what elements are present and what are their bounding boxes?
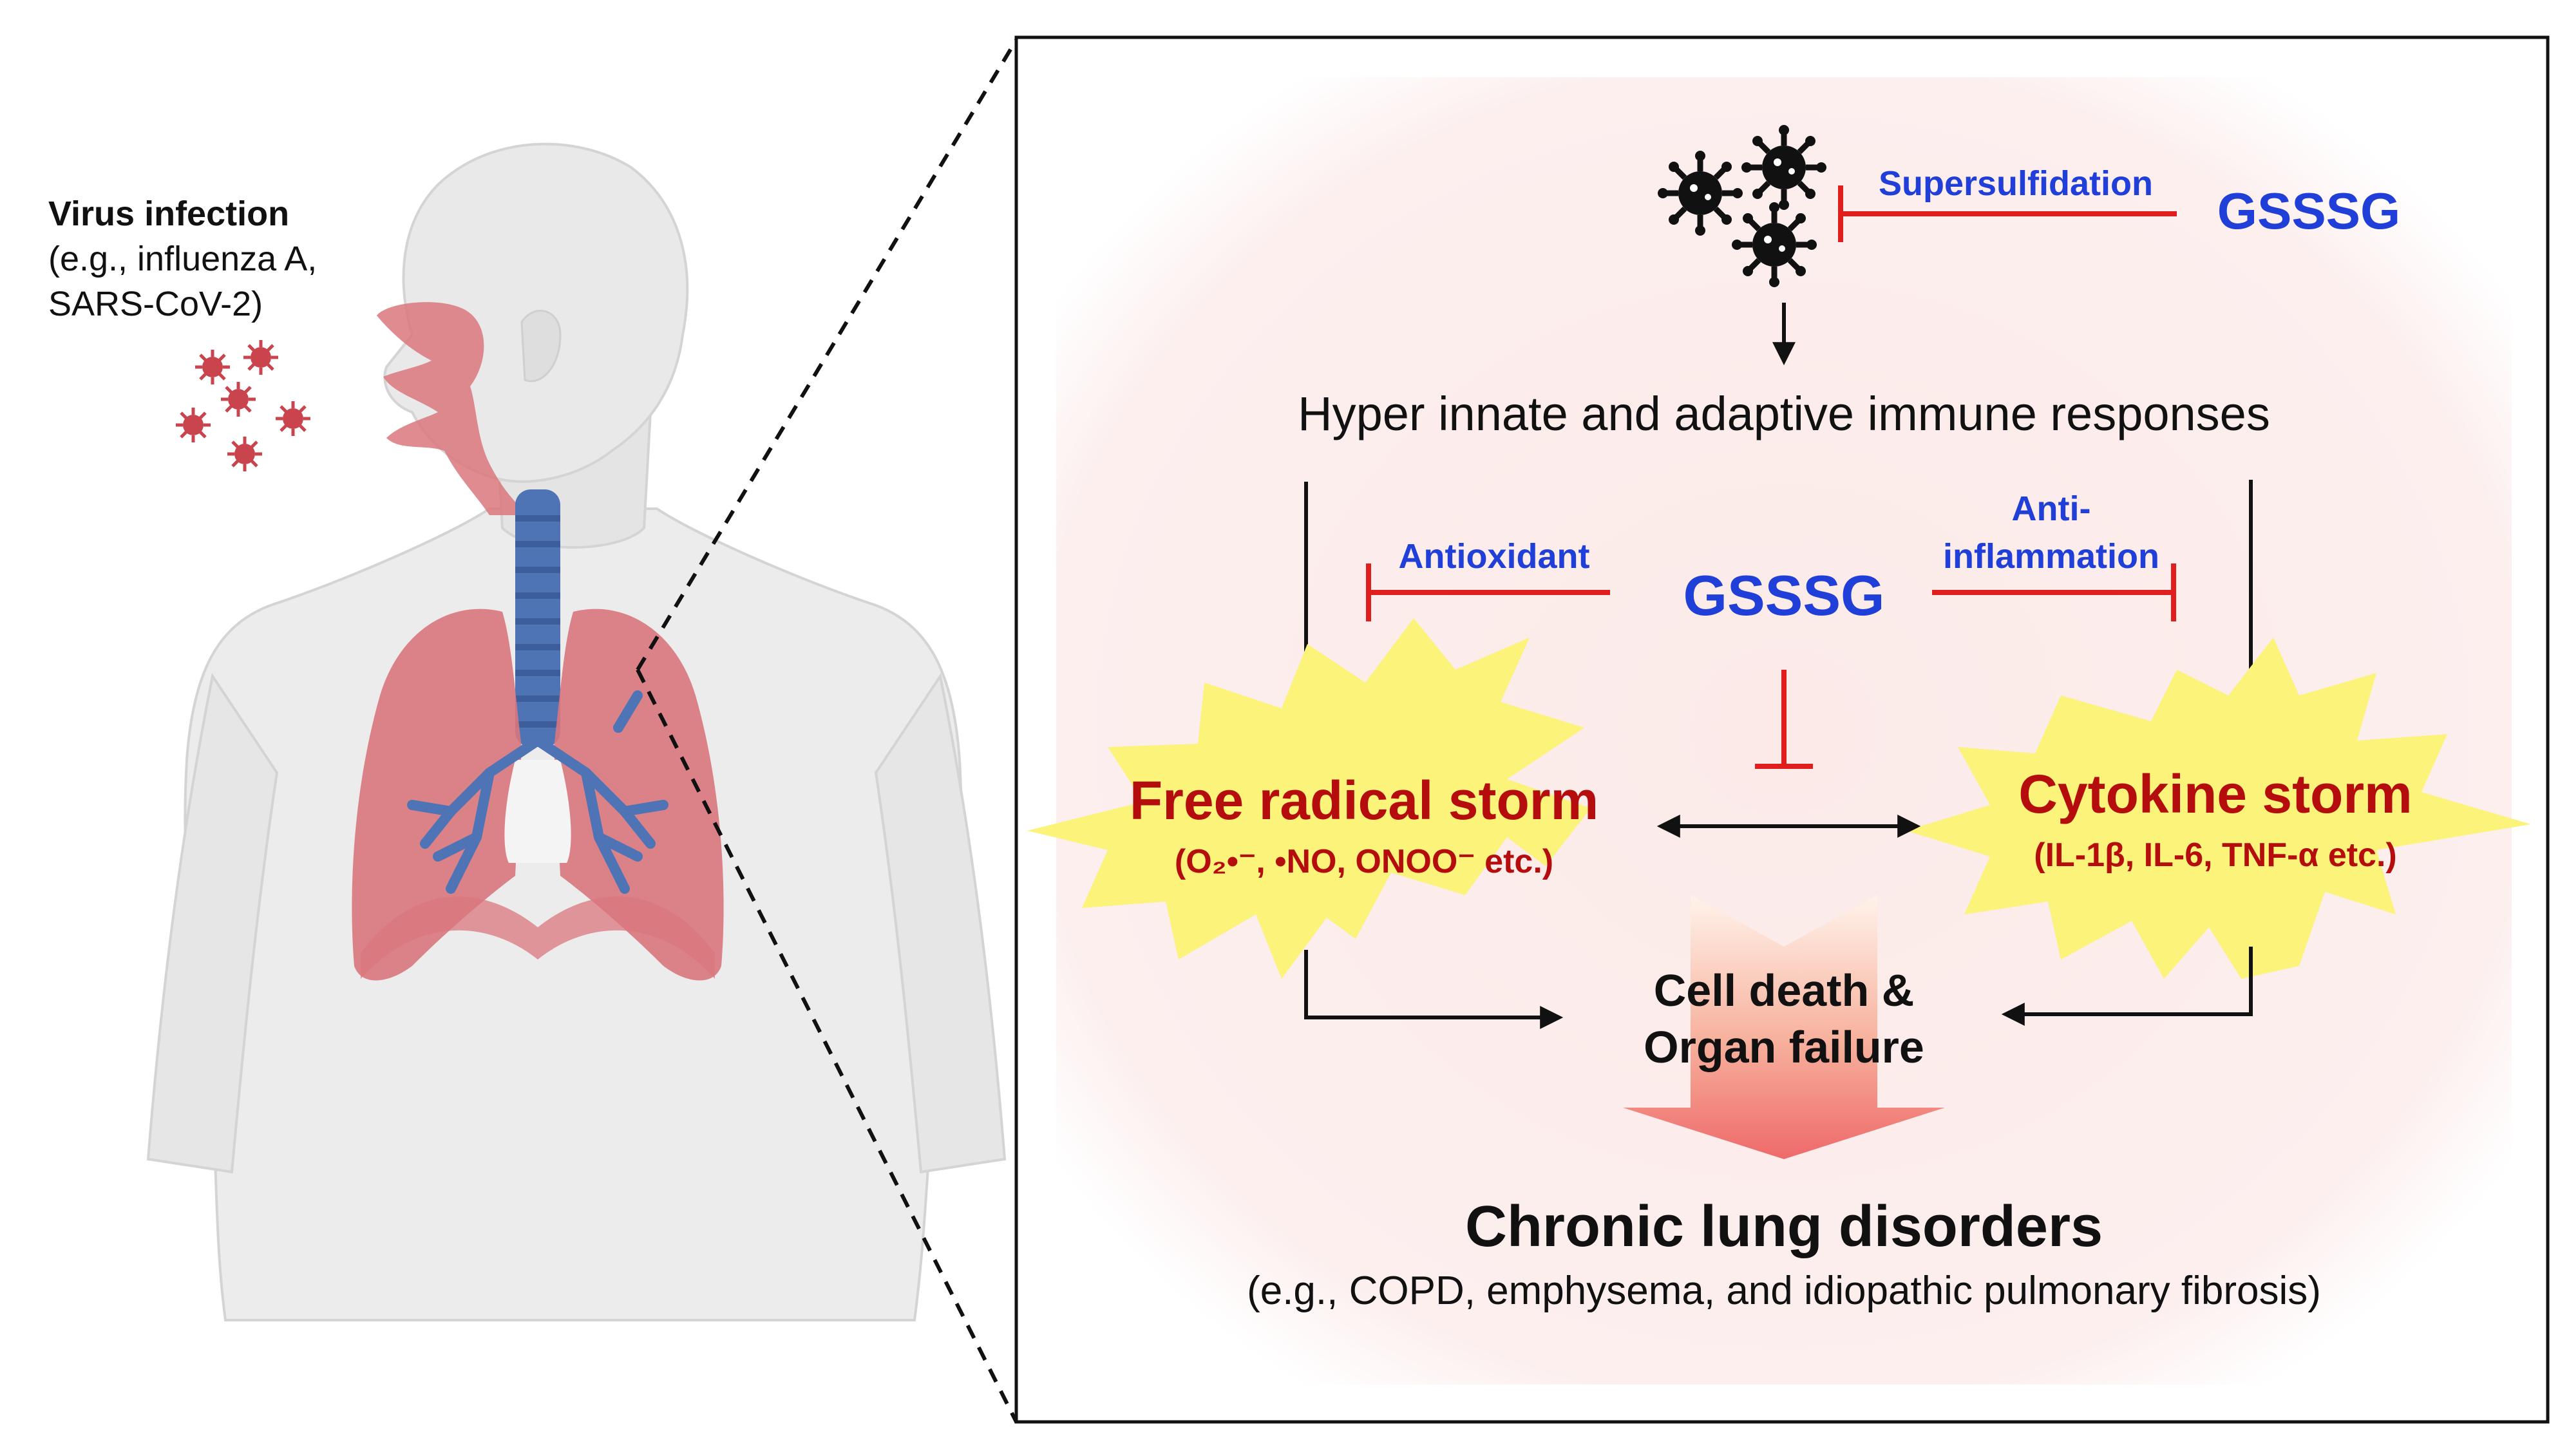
zoom-line-top xyxy=(636,39,1018,671)
right-arm xyxy=(874,672,1007,1174)
chronic-lung-disorders-title: Chronic lung disorders xyxy=(1465,1195,2103,1259)
cytokine-storm-label: Cytokine storm xyxy=(2018,764,2412,824)
virus-infection-title: Virus infection xyxy=(48,194,289,233)
trachea xyxy=(515,489,560,747)
bronchi xyxy=(407,690,668,894)
free-radical-examples: (O₂•⁻, •NO, ONOO⁻ etc.) xyxy=(1175,843,1553,880)
free-radical-storm-label: Free radical storm xyxy=(1130,770,1598,831)
free-radical-to-cell-death-arrow xyxy=(1304,950,1564,1029)
virus-infection-line3: SARS-CoV-2) xyxy=(48,285,263,323)
left-lung xyxy=(352,609,522,981)
top-gsssg-label: GSSSG xyxy=(2217,182,2401,240)
right-lung xyxy=(554,609,724,981)
ear xyxy=(520,310,562,383)
anti-inflammation-line2: inflammation xyxy=(1943,537,2159,576)
cell-death-line2: Organ failure xyxy=(1644,1022,1924,1072)
antioxidant-label: Antioxidant xyxy=(1399,537,1590,576)
chronic-lung-disorders-examples: (e.g., COPD, emphysema, and idiopathic p… xyxy=(1247,1269,2321,1313)
progression-big-arrow xyxy=(1623,895,1945,1159)
cytokine-to-cell-death-arrow xyxy=(2001,947,2253,1026)
zoom-line-bottom xyxy=(636,668,1018,1423)
left-arm xyxy=(146,672,279,1174)
exhaled-virus-particles xyxy=(176,340,310,471)
nasal-cavity xyxy=(377,302,528,515)
cell-death-line1: Cell death & xyxy=(1654,965,1915,1016)
free-radical-burst xyxy=(1027,618,1591,979)
supersulfidation-label: Supersulfidation xyxy=(1879,164,2153,203)
immune-response-label: Hyper innate and adaptive immune respons… xyxy=(1298,387,2270,440)
virus-infection-line2: (e.g., influenza A, xyxy=(48,240,317,278)
cytokine-burst xyxy=(1906,638,2531,979)
diaphragm xyxy=(361,896,715,979)
center-gsssg-label: GSSSG xyxy=(1683,563,1885,627)
heart-space xyxy=(504,760,571,863)
cytokine-examples: (IL-1β, IL-6, TNF-α etc.) xyxy=(2034,837,2396,874)
anti-inflammation-line1: Anti- xyxy=(2012,489,2091,528)
human-body-illustration xyxy=(146,142,1007,1321)
